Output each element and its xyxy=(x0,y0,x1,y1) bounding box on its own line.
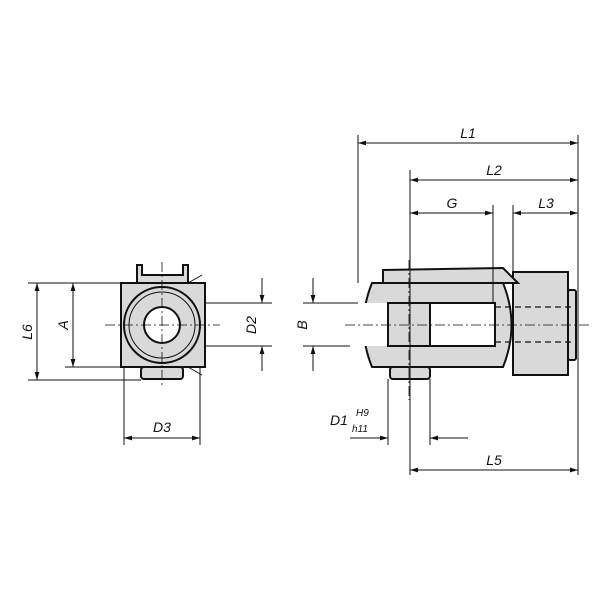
front-view xyxy=(345,260,590,400)
label-B: B xyxy=(294,320,310,329)
label-D3: D3 xyxy=(153,419,171,435)
dimension-lines xyxy=(28,135,579,475)
label-L6: L6 xyxy=(19,324,35,340)
label-D1: D1 xyxy=(330,412,348,428)
label-D1-tol-lower: h11 xyxy=(352,424,368,435)
label-L5: L5 xyxy=(486,452,502,468)
label-L3: L3 xyxy=(538,195,554,211)
label-D2: D2 xyxy=(243,316,259,334)
label-D1-tol-upper: H9 xyxy=(356,408,369,419)
label-L2: L2 xyxy=(486,162,502,178)
label-L1: L1 xyxy=(460,125,476,141)
side-view xyxy=(105,262,220,385)
label-G: G xyxy=(447,195,458,211)
label-A: A xyxy=(55,320,71,330)
